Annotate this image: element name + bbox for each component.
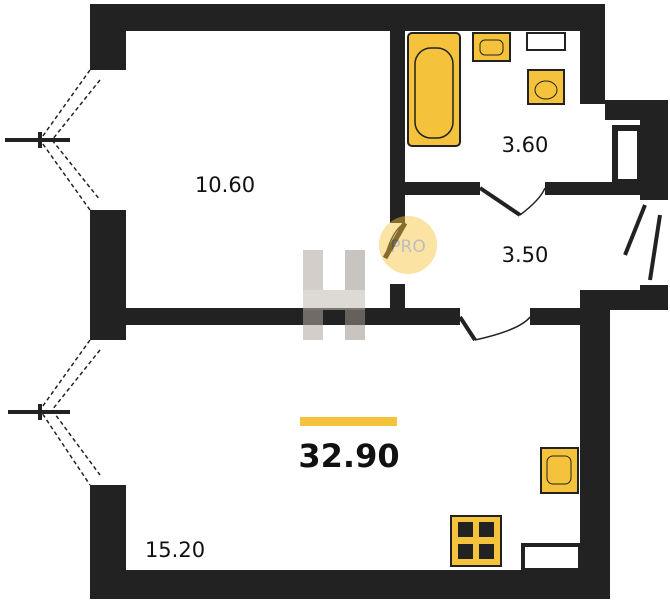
hallway-area-label: 3.50 bbox=[502, 243, 549, 267]
stove-icon bbox=[450, 515, 502, 567]
kitchen-sink-icon bbox=[540, 447, 579, 494]
bathroom-area-label: 3.60 bbox=[502, 133, 549, 157]
window-frames bbox=[5, 132, 70, 420]
washbasin-icon bbox=[472, 32, 511, 62]
watermark-logo: PRO bbox=[303, 216, 437, 340]
bathtub-icon bbox=[407, 32, 461, 147]
total-area-accent-bar bbox=[300, 417, 397, 426]
watermark-text: PRO bbox=[390, 237, 425, 257]
kitchen-area-label: 15.20 bbox=[145, 538, 205, 562]
doors bbox=[382, 186, 662, 342]
total-area-label: 32.90 bbox=[298, 437, 399, 475]
toilet-icon bbox=[526, 32, 566, 105]
counter bbox=[521, 543, 582, 572]
walls bbox=[90, 4, 668, 599]
room-area-label: 10.60 bbox=[195, 173, 255, 197]
